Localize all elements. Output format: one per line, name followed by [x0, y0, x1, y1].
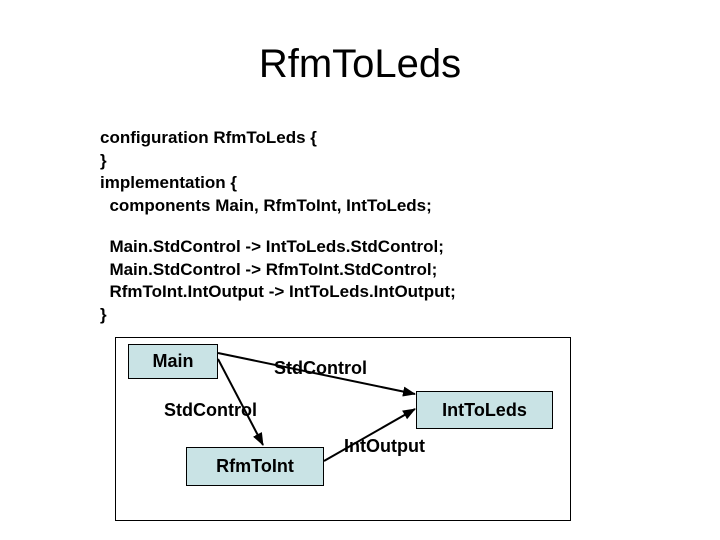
code-line: } — [100, 150, 107, 170]
slide-title: RfmToLeds — [258, 42, 462, 86]
code-block-configuration: configuration RfmToLeds { } implementati… — [100, 127, 432, 217]
code-line: Main.StdControl -> IntToLeds.StdControl; — [100, 237, 444, 256]
component-diagram: Main IntToLeds RfmToInt StdControl StdCo… — [115, 337, 571, 521]
diagram-node-main: Main — [128, 344, 218, 379]
code-line: Main.StdControl -> RfmToInt.StdControl; — [100, 259, 438, 279]
code-block-wiring: Main.StdControl -> IntToLeds.StdControl;… — [100, 236, 456, 326]
code-line: RfmToInt.IntOutput -> IntToLeds.IntOutpu… — [100, 282, 456, 302]
diagram-node-label: RfmToInt — [216, 456, 294, 476]
edge-label-stdcontrol-left: StdControl — [164, 400, 257, 420]
edge-label-intoutput: IntOutput — [344, 436, 425, 456]
diagram-node-rfmtoint: RfmToInt — [186, 447, 324, 486]
code-line: } — [100, 304, 107, 324]
code-line: implementation { — [100, 173, 237, 193]
code-line: configuration RfmToLeds { — [100, 128, 317, 147]
diagram-node-inttoleds: IntToLeds — [416, 391, 553, 429]
code-line: components Main, RfmToInt, IntToLeds; — [100, 195, 432, 215]
edge-label-stdcontrol-top: StdControl — [274, 358, 367, 378]
diagram-node-label: IntToLeds — [442, 399, 527, 420]
diagram-node-label: Main — [152, 351, 194, 371]
